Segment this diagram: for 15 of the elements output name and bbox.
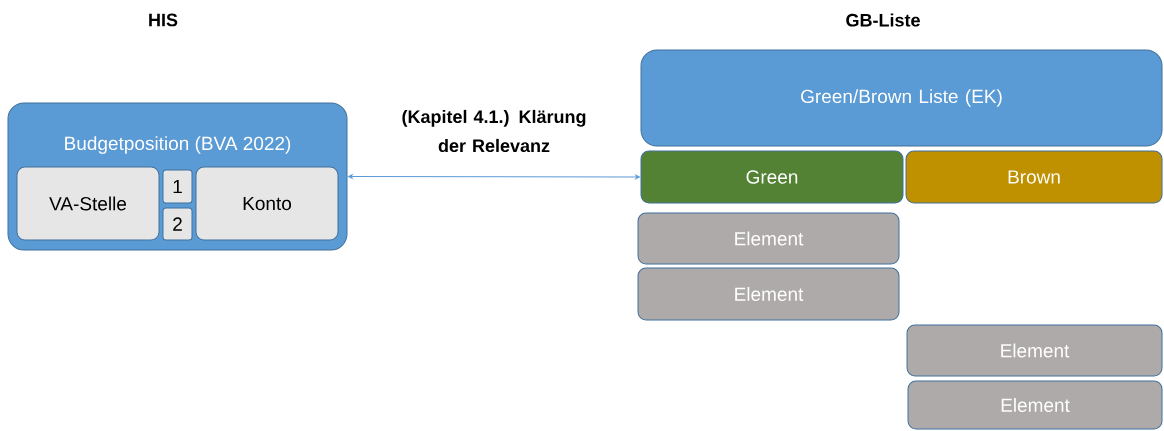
section-heading: HIS xyxy=(149,13,178,27)
category-box: Green xyxy=(640,150,904,204)
category-box: Brown xyxy=(905,150,1163,204)
list-box: Green/Brown Liste (EK) xyxy=(640,49,1163,147)
element-box: Element xyxy=(906,324,1163,377)
element-box: Element xyxy=(637,212,900,265)
number-box: 2 xyxy=(162,207,193,241)
number-box: 1 xyxy=(162,169,193,204)
section-heading: GB-Liste xyxy=(846,13,920,27)
element-box: Element xyxy=(907,380,1163,430)
field-box: Konto xyxy=(195,166,339,241)
edge-label: (Kapitel 4.1.) Klärung der Relevanz xyxy=(402,109,586,153)
element-box: Element xyxy=(637,267,900,321)
arrow xyxy=(348,174,640,180)
field-box: VA-Stelle xyxy=(16,166,160,241)
